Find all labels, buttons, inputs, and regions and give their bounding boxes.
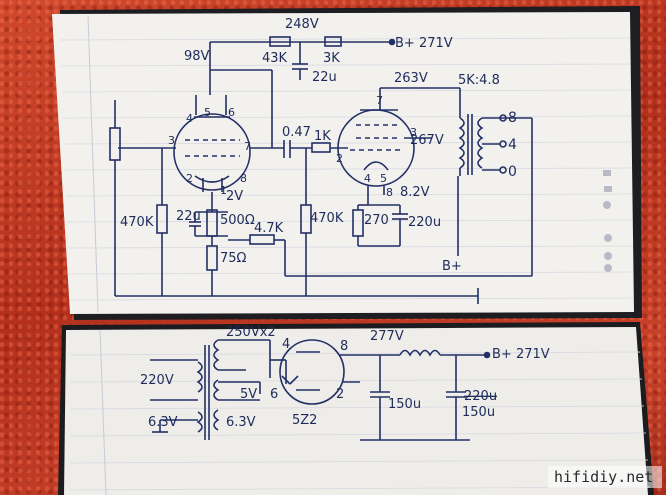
bottom-notebook-page [58,322,654,495]
pin-7: 7 [244,140,251,153]
label-8-2v: 8.2V [400,185,430,200]
label-4-7k: 4.7K [254,221,284,236]
out-pin-5: 5 [380,172,387,185]
pin-1: 1 [220,184,227,197]
label-263v: 263V [394,71,428,86]
tap-8: 8 [508,110,517,126]
label-3k: 3K [323,51,340,66]
label-270: 270 [364,213,389,228]
bottom-schematic-wiring [150,339,491,441]
label-220u: 220u [408,215,441,230]
out-pin-4: 4 [364,172,371,185]
label-22u-cathode: 22u [176,209,201,224]
pin-6: 6 [228,106,235,119]
out-pin-7: 7 [376,94,383,107]
label-150u-right: 150u [462,405,495,420]
tap-0: 0 [508,164,517,180]
label-22u-supply: 22u [312,70,337,85]
rect-pin-2: 2 [336,387,344,402]
label-b-plus-top: B+ 271V [395,36,453,51]
top-schematic-labels: 248V B+ 271V 43K 3K 22u 98V 263V 5K:4.8 … [120,17,517,274]
label-b-plus-mark: B+ [442,259,462,274]
label-220u-struck: 220u [464,389,497,404]
out-pin-8: 8 [386,186,393,199]
tap-4: 4 [508,137,517,153]
bottom-schematic-labels: 250Vx2 220V 5V 6.3V 6.3V 5Z2 4 8 6 2 277… [140,325,550,430]
top-notebook-page [52,6,642,320]
label-277v: 277V [370,329,404,344]
pin-2: 2 [186,172,193,185]
rect-pin-8: 8 [340,339,348,354]
pin-3: 3 [168,134,175,147]
out-pin-2: 2 [336,152,343,165]
label-250vx2: 250Vx2 [226,325,276,340]
rect-pin-4: 4 [282,337,290,352]
label-248v: 248V [285,17,319,32]
watermark: hifidiy.net [554,468,653,486]
top-schematic-wiring [109,36,533,304]
label-150u-left: 150u [388,397,421,412]
label-5z2: 5Z2 [292,413,317,428]
pin-4: 4 [186,112,193,125]
out-pin-3: 3 [410,126,417,139]
label-1k: 1K [314,129,331,144]
label-75-ohm: 75Ω [220,251,247,266]
label-500-ohm: 500Ω [220,213,255,228]
label-b-plus-bottom: B+ 271V [492,347,550,362]
watermark-bg [548,466,662,488]
label-transformer-ratio: 5K:4.8 [458,73,500,88]
label-470k-left: 470K [120,215,154,230]
label-0-47: 0.47 [282,125,311,140]
label-43k: 43K [262,51,288,66]
label-6-3v-right: 6.3V [226,415,256,430]
right-margin-marks [603,170,612,272]
label-5v: 5V [240,387,257,402]
label-98v: 98V [184,49,210,64]
label-267v: 267V [410,133,444,148]
label-470k-right: 470K [310,211,344,226]
pin-5: 5 [204,106,211,119]
pin-8: 8 [240,172,247,185]
label-2v: 2V [226,189,243,204]
label-6-3v-left: 6.3V [148,415,178,430]
rect-pin-6: 6 [270,387,278,402]
label-220v: 220V [140,373,174,388]
